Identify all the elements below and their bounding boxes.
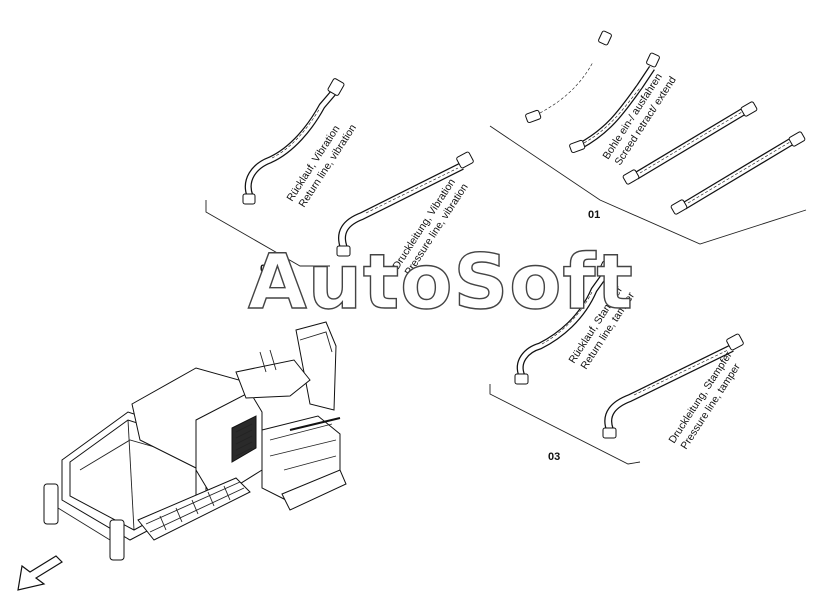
hose-03-return[interactable] [514,260,614,385]
travel-direction-arrow-icon [17,555,63,591]
hose-01-b[interactable] [569,52,660,154]
callout-leader-02 [205,200,330,267]
hose-01-a[interactable] [525,30,612,124]
push-roller-right [109,519,125,561]
callout-number-02: 02 [260,263,272,275]
hose-01-c[interactable] [622,101,758,185]
radiator-grille [231,415,257,463]
callout-number-03: 03 [548,451,560,463]
hose-02-return[interactable] [242,78,345,205]
callout-leader-03 [489,384,641,465]
hose-01-d[interactable] [670,131,806,215]
push-roller-left [43,483,59,525]
watermark: AutoSoft [248,237,634,326]
operator-platform [235,359,311,399]
group-01: Bohle ein-/ ausfahren Screed retract/ ex… [489,30,807,245]
paver-machine-illustration [17,321,347,591]
operator-canopy [295,321,337,411]
callout-leader-01 [489,125,807,245]
callout-number-01: 01 [588,209,600,221]
location-pointer [289,417,341,431]
hose-02-pressure[interactable] [336,151,474,257]
hose-03-pressure[interactable] [602,333,744,439]
